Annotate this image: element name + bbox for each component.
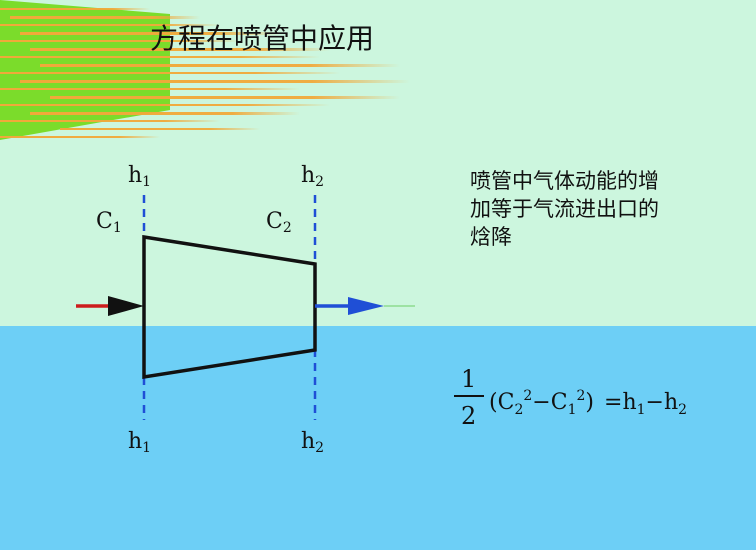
- formula-expression: (C22−C12)=h1−h2: [489, 388, 687, 418]
- inlet-enthalpy-label-top: h1: [128, 163, 151, 190]
- brush-streak: [0, 104, 330, 106]
- green-orange-brush-stroke-icon: [0, 0, 410, 140]
- description-block: 喷管中气体动能的增 加等于气流进出口的 焓降: [470, 169, 659, 249]
- nozzle-diagram: h1 h2 C1 C2 h1 h2: [76, 163, 415, 456]
- brush-streak: [50, 96, 400, 99]
- inlet-flow-arrow-head: [108, 296, 144, 316]
- description-line-3: 焓降: [470, 225, 512, 249]
- outlet-enthalpy-label-bottom: h2: [301, 429, 324, 456]
- brush-streak: [0, 8, 150, 10]
- brush-streak: [60, 128, 260, 130]
- brush-streak: [40, 64, 400, 67]
- page-title: 方程在喷管中应用: [150, 22, 374, 55]
- brush-streak: [0, 56, 320, 58]
- brush-streak: [0, 40, 240, 42]
- outlet-velocity-label: C2: [266, 209, 292, 236]
- formula-numerator: 1: [461, 365, 476, 393]
- background-bottom: [0, 326, 756, 550]
- inlet-velocity-label: C1: [96, 209, 122, 236]
- nozzle-outline: [142, 234, 317, 380]
- inlet-enthalpy-label-bottom: h1: [128, 429, 151, 456]
- brush-streak: [20, 32, 280, 35]
- brush-streak: [0, 72, 340, 74]
- brush-streak: [10, 16, 200, 19]
- brush-streak: [0, 120, 220, 122]
- description-line-1: 喷管中气体动能的增: [470, 169, 659, 193]
- brush-streak: [0, 24, 220, 26]
- brush-streak: [0, 136, 160, 138]
- brush-orange-streaks: [0, 8, 410, 138]
- brush-streak: [0, 88, 300, 90]
- description-line-2: 加等于气流进出口的: [470, 197, 659, 221]
- outlet-enthalpy-label-top: h2: [301, 163, 324, 190]
- formula-denominator: 2: [461, 402, 476, 430]
- brush-streak: [30, 112, 300, 115]
- brush-streak: [30, 48, 330, 51]
- energy-formula: 1 2 (C22−C12)=h1−h2: [454, 365, 687, 430]
- brush-streak: [20, 80, 410, 83]
- outlet-flow-arrow-head: [348, 297, 384, 315]
